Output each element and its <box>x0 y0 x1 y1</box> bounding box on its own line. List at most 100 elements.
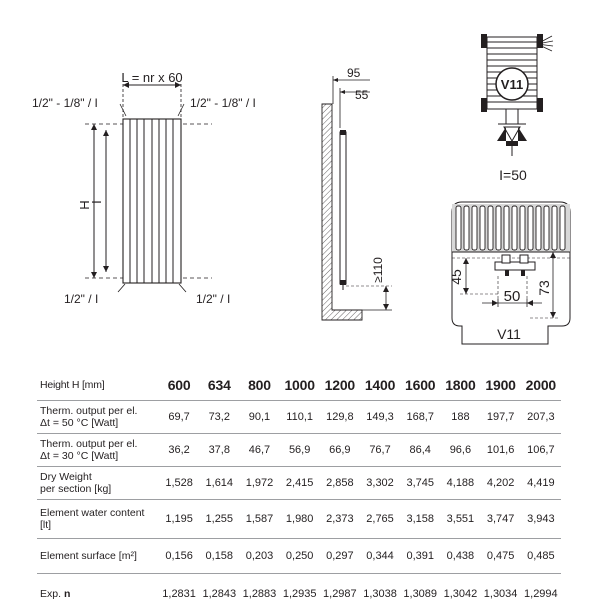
table-cell: 69,7 <box>159 401 199 434</box>
table-cell: 2,858 <box>320 467 360 500</box>
table-cell: 0,158 <box>199 539 239 574</box>
technical-drawings: L = nr x 60 1/2" - 1/8" / I 1/2" - 1/8" … <box>0 0 600 365</box>
table-cell: 0,250 <box>280 539 320 574</box>
table-cell: 73,2 <box>199 401 239 434</box>
table-cell: 129,8 <box>320 401 360 434</box>
table-cell: 197,7 <box>481 401 521 434</box>
table-cell: 4,202 <box>481 467 521 500</box>
height-value: 634 <box>199 370 239 401</box>
exponent-label-text: Exp. <box>40 588 61 600</box>
table-cell: 66,9 <box>320 434 360 467</box>
table-cell: 36,2 <box>159 434 199 467</box>
table-cell: 0,344 <box>360 539 400 574</box>
front-view-drawing: L = nr x 60 1/2" - 1/8" / I 1/2" - 1/8" … <box>32 70 256 306</box>
table-cell: 1,528 <box>159 467 199 500</box>
exponent-cell: 1,3034 <box>481 574 521 614</box>
table-cell: 0,391 <box>400 539 440 574</box>
depth-55-label: 55 <box>355 88 369 102</box>
height-value: 1800 <box>440 370 480 401</box>
exponent-cell: 1,3038 <box>360 574 400 614</box>
table-cell: 1,587 <box>239 500 279 539</box>
exponent-cell: 1,2987 <box>320 574 360 614</box>
detail-50-label: 50 <box>504 288 521 305</box>
row-label: Therm. output per el.Δt = 30 °C [Watt] <box>37 434 159 467</box>
table-cell: 4,188 <box>440 467 480 500</box>
detail-73-label: 73 <box>536 280 552 296</box>
top-left-connection-label: 1/2" - 1/8" / I <box>32 96 98 110</box>
row-label-line: Δt = 30 °C [Watt] <box>40 450 159 462</box>
table-cell: 56,9 <box>280 434 320 467</box>
row-label-line: Element water content <box>40 507 159 519</box>
table-cell: 1,614 <box>199 467 239 500</box>
detail-valve-label: V11 <box>497 326 521 342</box>
table-row: Therm. output per el.Δt = 50 °C [Watt]69… <box>37 401 561 434</box>
valve-schematic: V11 I=50 <box>481 34 553 183</box>
table-cell: 106,7 <box>521 434 561 467</box>
exponent-cell: 1,2883 <box>239 574 279 614</box>
table-cell: 3,551 <box>440 500 480 539</box>
bottom-right-connection-label: 1/2" / I <box>196 292 230 306</box>
schematic-spacing-label: I=50 <box>499 167 527 183</box>
height-header-label: Height H [mm] <box>37 370 159 401</box>
exponent-symbol: n <box>64 588 70 600</box>
table-cell: 37,8 <box>199 434 239 467</box>
bottom-left-connection-label: 1/2" / I <box>64 292 98 306</box>
table-row: Therm. output per el.Δt = 30 °C [Watt]36… <box>37 434 561 467</box>
valve-detail-drawing: 45 73 50 V11 <box>448 202 570 344</box>
exponent-cell: 1,2994 <box>521 574 561 614</box>
table-cell: 0,485 <box>521 539 561 574</box>
table-cell: 0,438 <box>440 539 480 574</box>
height-value: 600 <box>159 370 199 401</box>
row-label: Element surface [m²] <box>37 539 159 574</box>
height-value: 2000 <box>521 370 561 401</box>
height-header-row: Height H [mm] 600 634 800 1000 1200 1400… <box>37 370 561 401</box>
table-cell: 1,255 <box>199 500 239 539</box>
table-cell: 96,6 <box>440 434 480 467</box>
table-cell: 0,203 <box>239 539 279 574</box>
row-label-line: [lt] <box>40 519 159 531</box>
side-view-drawing: 95 55 ≥110 <box>322 66 392 320</box>
table-cell: 0,297 <box>320 539 360 574</box>
table-cell: 3,302 <box>360 467 400 500</box>
table-cell: 1,980 <box>280 500 320 539</box>
width-formula-label: L = nr x 60 <box>121 70 182 85</box>
row-label-line: Therm. output per el. <box>40 438 159 450</box>
height-value: 1900 <box>481 370 521 401</box>
exponent-cell: 1,2935 <box>280 574 320 614</box>
table-cell: 101,6 <box>481 434 521 467</box>
table-cell: 1,195 <box>159 500 199 539</box>
specification-table: Height H [mm] 600 634 800 1000 1200 1400… <box>37 370 561 614</box>
table-cell: 76,7 <box>360 434 400 467</box>
table-cell: 86,4 <box>400 434 440 467</box>
detail-45-label: 45 <box>448 269 464 285</box>
row-label-line: Dry Weight <box>40 471 159 483</box>
table-cell: 4,419 <box>521 467 561 500</box>
schematic-valve-label: V11 <box>501 77 523 92</box>
row-label-line: per section [kg] <box>40 483 159 495</box>
table-cell: 2,765 <box>360 500 400 539</box>
table-cell: 3,158 <box>400 500 440 539</box>
table-cell: 1,972 <box>239 467 279 500</box>
table-cell: 3,943 <box>521 500 561 539</box>
height-i-label: I <box>89 200 104 204</box>
height-value: 800 <box>239 370 279 401</box>
table-cell: 0,475 <box>481 539 521 574</box>
row-label-line: Δt = 50 °C [Watt] <box>40 417 159 429</box>
table-cell: 149,3 <box>360 401 400 434</box>
height-value: 1200 <box>320 370 360 401</box>
depth-95-label: 95 <box>347 66 361 80</box>
table-cell: 2,415 <box>280 467 320 500</box>
min-height-110-label: ≥110 <box>371 257 385 283</box>
table-cell: 0,156 <box>159 539 199 574</box>
table-cell: 168,7 <box>400 401 440 434</box>
table-body: Therm. output per el.Δt = 50 °C [Watt]69… <box>37 401 561 614</box>
exponent-cell: 1,2831 <box>159 574 199 614</box>
row-label: Element water content[lt] <box>37 500 159 539</box>
row-label: Therm. output per el.Δt = 50 °C [Watt] <box>37 401 159 434</box>
row-label-line: Element surface [m²] <box>40 550 159 562</box>
table-cell: 3,745 <box>400 467 440 500</box>
exponent-label: Exp. n <box>37 574 159 614</box>
